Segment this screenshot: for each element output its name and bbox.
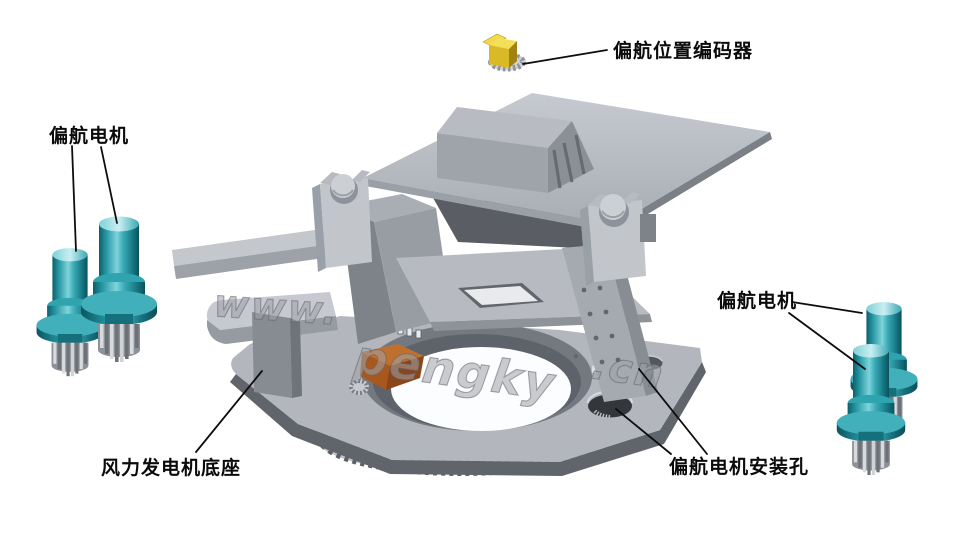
leader-motor-left-rear [71,145,77,252]
yaw-position-encoder [482,33,526,72]
base-plate-front-edge [230,362,706,476]
watermark-www: www. [212,281,340,334]
yaw-drive-pinion [349,344,424,395]
label-generator-base: 风力发电机底座 [101,456,241,479]
label-yaw-motor-right: 偏航电机 [717,289,797,312]
label-yaw-position-encoder: 偏航位置编码器 [613,39,753,62]
leader-base [195,370,263,453]
leader-motor-right-front [788,312,866,370]
cooling-fin-box [437,107,594,193]
brake-caliper-left [312,170,372,272]
brake-caliper-right [580,192,656,286]
leader-encoder [522,49,608,65]
leader-hole-large [615,408,672,455]
top-platform-plate [360,93,772,232]
leader-hole-small [638,368,708,455]
leader-motor-left-front [100,146,118,224]
watermark: www. pengky .cn [212,281,668,412]
label-mounting-hole: 偏航电机安装孔 [669,455,809,478]
leader-motor-right-rear [791,301,863,314]
watermark-cn: .cn [589,342,668,398]
labels: 偏航位置编码器 偏航电机 偏航电机 风力发电机底座 偏航电机安装孔 [49,39,809,479]
cooling-fins [552,134,586,189]
generator-base-plate [230,291,706,476]
leg-bolt-holes [581,285,621,365]
central-opening [391,347,571,431]
label-yaw-motor-left: 偏航电机 [49,124,129,147]
leader-lines [71,49,866,455]
